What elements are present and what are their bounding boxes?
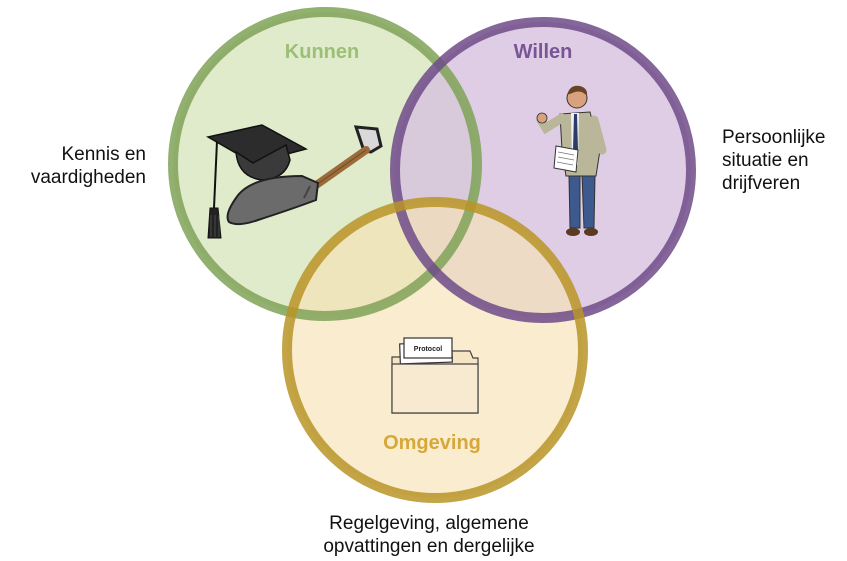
graduation-cap-icon [205,124,309,239]
kunnen-description: Kennis en vaardigheden [8,143,146,189]
omgeving-description-line-1: Regelgeving, algemene [329,513,529,534]
willen-description: Persoonlijke situatie en drijfveren [722,126,826,195]
willen-title: Willen [514,41,573,63]
omgeving-title: Omgeving [383,432,481,454]
protocol-folder-icon: Protocol [391,337,479,414]
protocol-label: Protocol [414,346,442,353]
omgeving-description: Regelgeving, algemene opvattingen en der… [306,512,552,558]
willen-description-line-3: drijfveren [722,173,801,194]
shovel-icon [226,125,383,226]
omgeving-description-line-2: opvattingen en dergelijke [323,536,535,557]
circle-omgeving-ring [282,197,588,503]
presenter-person-icon [536,85,607,236]
willen-description-line-2: situatie en [722,150,809,171]
circle-rings [168,7,696,503]
willen-description-line-1: Persoonlijke [722,127,826,148]
circle-willen-ring [390,17,696,323]
kunnen-description-line-1: Kennis en [61,144,146,165]
kunnen-description-line-2: vaardigheden [30,167,146,188]
circle-fills [173,12,691,498]
kunnen-title: Kunnen [285,41,359,63]
circle-kunnen-ring [168,7,482,321]
